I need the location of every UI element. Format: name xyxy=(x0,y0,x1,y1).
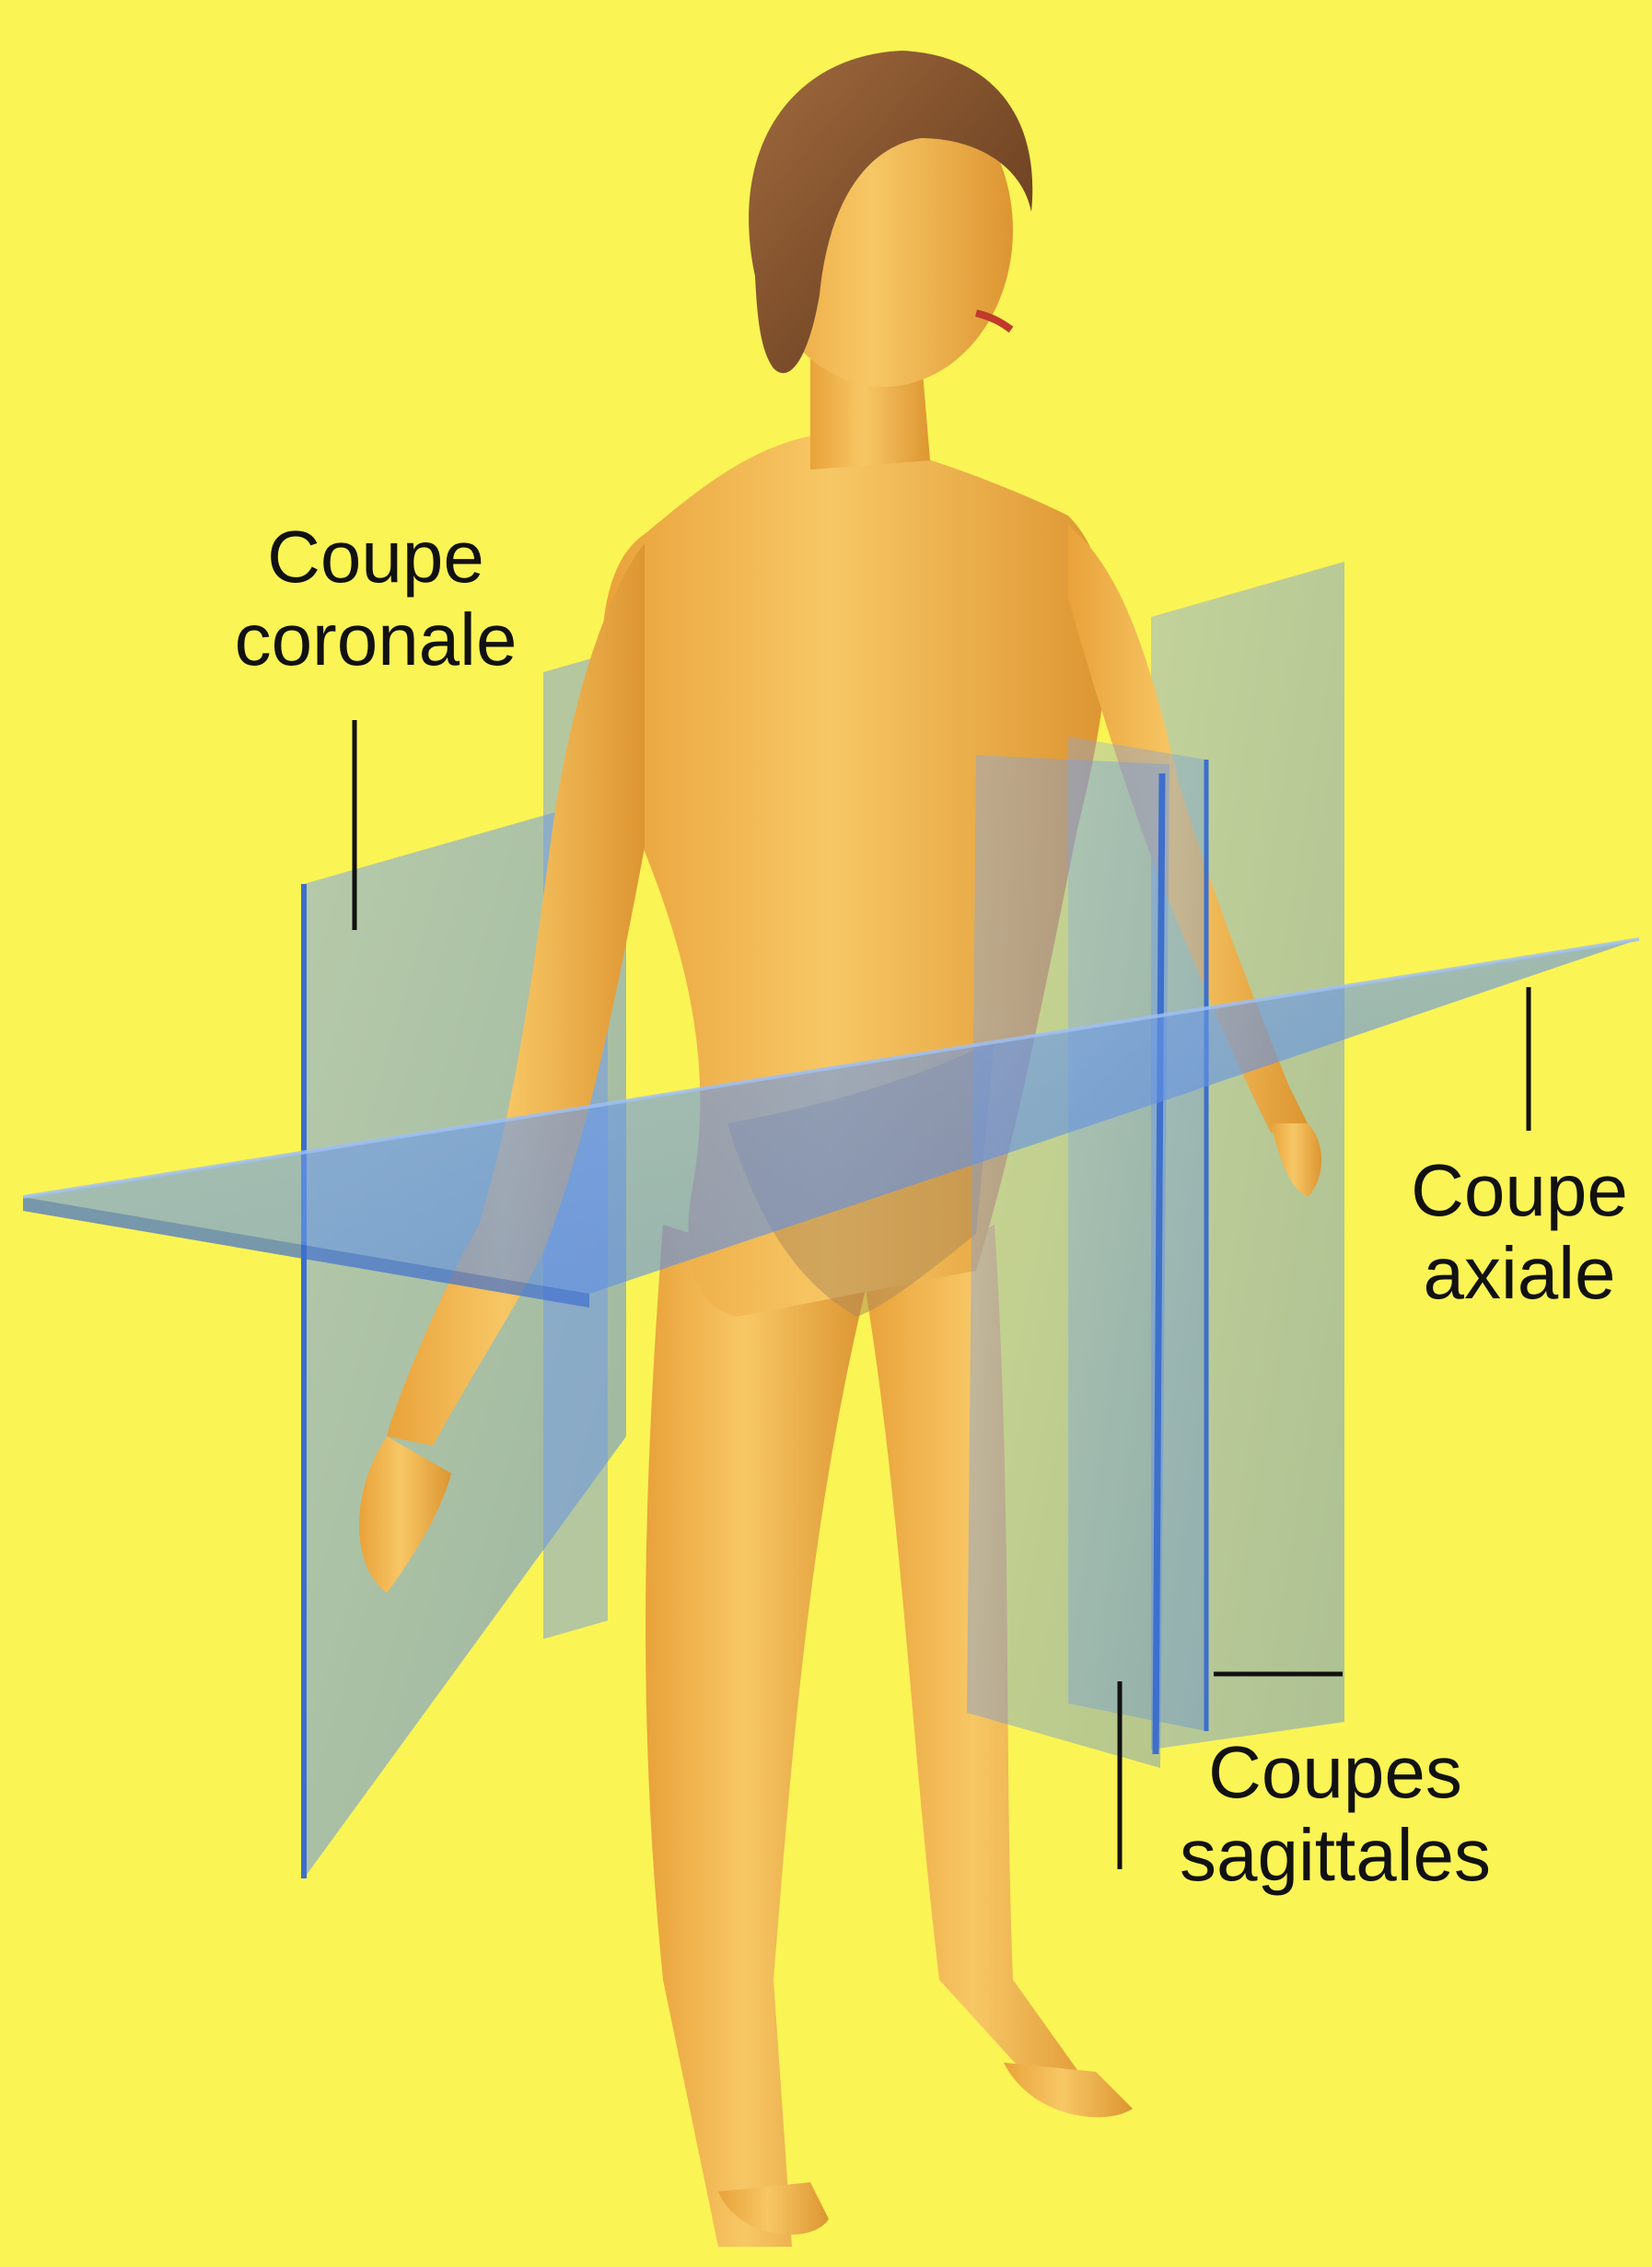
coronal-label-line1: Coupe xyxy=(201,516,551,599)
axial-section-label: Coupe axiale xyxy=(1381,1149,1652,1314)
sagittal-label-line2: sagittales xyxy=(1151,1814,1519,1897)
sagittal-planes xyxy=(967,737,1206,1768)
coronal-label-line2: coronale xyxy=(201,599,551,681)
axial-label-line1: Coupe xyxy=(1381,1149,1652,1232)
axial-label-line2: axiale xyxy=(1381,1232,1652,1315)
coronal-section-label: Coupe coronale xyxy=(201,516,551,680)
sagittal-label-line1: Coupes xyxy=(1151,1731,1519,1814)
sagittal-sections-label: Coupes sagittales xyxy=(1151,1731,1519,1896)
